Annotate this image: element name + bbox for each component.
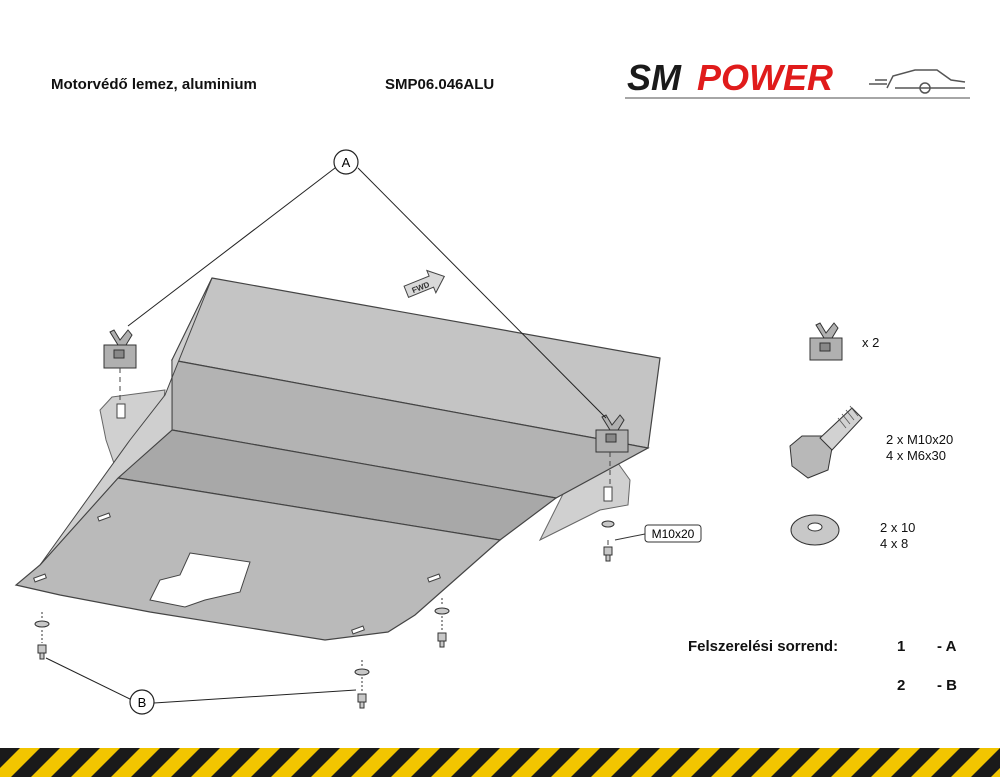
fastener-front-mid — [434, 598, 450, 648]
callout-a-circle — [333, 149, 359, 175]
fastener-front-left — [34, 612, 50, 660]
washer-icon — [790, 514, 840, 546]
logo-car-icon — [869, 69, 966, 94]
bolt-callout-label: M10x20 — [652, 527, 695, 541]
plate-access-opening — [149, 552, 251, 608]
clip-nut-icon — [809, 322, 843, 361]
logo-sm-text: SM — [627, 58, 682, 98]
plate-left-side — [39, 277, 213, 566]
fwd-arrow-icon: FWD — [403, 269, 446, 298]
sequence-step-1-letter: - A — [937, 638, 957, 655]
callout-b-label: B — [138, 695, 147, 710]
callout-a-label: A — [342, 155, 351, 170]
parts-bolt-qty-line-2: 4 x M6x30 — [886, 448, 946, 463]
parts-washer-qty: 2 x 10 4 x 8 — [880, 520, 915, 552]
hazard-stripe-footer — [0, 748, 1000, 777]
callout-b-circle — [129, 689, 155, 715]
sequence-step-2-num: 2 — [897, 677, 906, 694]
clip-nut-right — [595, 414, 629, 453]
bolt-callout-box — [644, 524, 702, 543]
parts-clip-qty: x 2 — [862, 335, 879, 351]
smpower-logo: SM POWER — [625, 58, 970, 99]
plate-bottom-face — [14, 477, 502, 641]
fastener-right-m10 — [601, 520, 615, 562]
sequence-step-1-num: 1 — [897, 638, 906, 655]
parts-washer-qty-line-1: 2 x 10 — [880, 520, 916, 535]
logo-power-text: POWER — [697, 58, 833, 98]
product-code: SMP06.046ALU — [385, 76, 495, 93]
fastener-rear-center — [354, 660, 370, 709]
sequence-label: Felszerelési sorrend: — [688, 638, 839, 655]
parts-washer-qty-line-2: 4 x 8 — [880, 536, 909, 551]
sequence-step-2-letter: - B — [937, 677, 957, 694]
clip-nut-left — [103, 329, 137, 369]
product-name: Motorvédő lemez, aluminium — [51, 76, 257, 93]
parts-clip-qty-line: x 2 — [862, 335, 880, 350]
plate-mount-slots — [33, 403, 613, 635]
bolt-icon — [789, 405, 863, 479]
parts-bolt-qty: 2 x M10x20 4 x M6x30 — [886, 432, 953, 464]
parts-bolt-qty-line-1: 2 x M10x20 — [886, 432, 954, 447]
